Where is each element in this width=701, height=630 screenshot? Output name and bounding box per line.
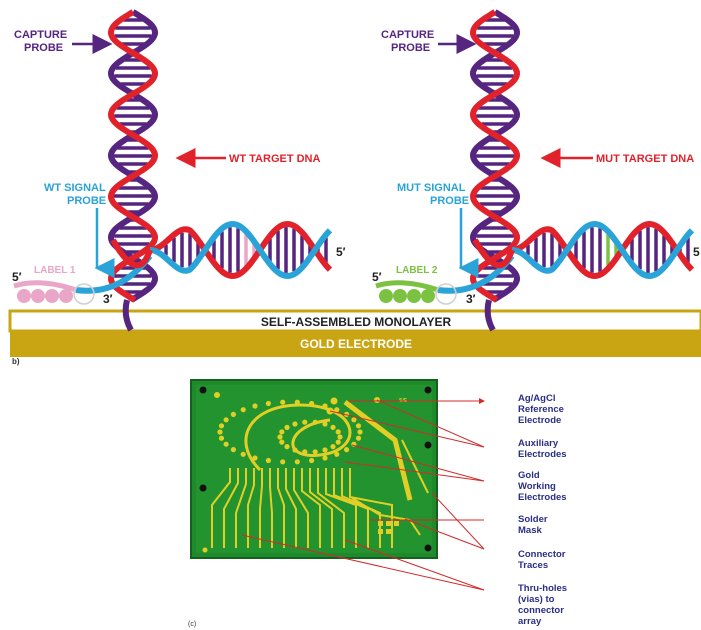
working-electrode-pad <box>280 459 285 464</box>
dna-helix-right <box>376 12 692 330</box>
working-electrode-pad <box>322 455 327 460</box>
top-panel: SELF-ASSEMBLED MONOLAYER GOLD ELECTRODE … <box>10 12 701 366</box>
working-electrode-pad <box>219 436 224 441</box>
working-electrode-pad <box>280 400 285 405</box>
five-prime-right-end: 5′ <box>336 245 346 259</box>
label-2: LABEL 2 <box>396 265 438 276</box>
label-tail <box>14 283 76 290</box>
mount-hole-icon <box>425 387 432 394</box>
label-auxiliary-electrodes: AuxiliaryElectrodes <box>518 438 567 460</box>
working-electrode-pad <box>330 425 335 430</box>
working-electrode-pad <box>241 452 246 457</box>
label-tail <box>376 283 438 290</box>
three-prime-left: 3′ <box>103 292 113 306</box>
five-prime-right-end-right: 5 <box>693 245 700 259</box>
mount-hole-icon <box>214 392 220 398</box>
signal-probe-label-line2: PROBE <box>67 195 106 207</box>
working-electrode-pad <box>241 407 246 412</box>
capture-probe-label-line1: CAPTURE <box>14 29 67 41</box>
working-electrode-pad <box>322 447 327 452</box>
working-electrode-pad <box>231 412 236 417</box>
label-bead-icon <box>45 289 59 303</box>
mount-hole-icon <box>200 485 207 492</box>
working-electrode-pad <box>284 444 289 449</box>
via-pad <box>378 521 383 526</box>
via-pad <box>386 521 391 526</box>
target-dna-label-right: MUT TARGET DNA <box>596 153 694 165</box>
label-bead-icon <box>421 289 435 303</box>
label-bead-icon <box>31 289 45 303</box>
five-prime-left: 5′ <box>12 270 22 284</box>
working-electrode-pad <box>357 429 362 434</box>
panel-letter-c: (c) <box>188 621 196 628</box>
working-electrode-pad <box>336 429 341 434</box>
capture-probe-label-line1-right: CAPTURE <box>381 29 434 41</box>
working-electrode-pad <box>292 421 297 426</box>
working-electrode-pad <box>266 458 271 463</box>
via-pad <box>386 529 391 534</box>
reference-electrode-pad <box>331 398 338 405</box>
capture-probe-label-line2: PROBE <box>24 42 63 54</box>
working-electrode-pad <box>224 417 229 422</box>
working-electrode-pad <box>356 436 361 441</box>
working-electrode-pad <box>279 440 284 445</box>
target-dna-label: WT TARGET DNA <box>229 153 321 165</box>
working-electrode-pad <box>336 440 341 445</box>
signal-probe-label-line1-right: MUT SIGNAL <box>397 182 466 194</box>
working-electrode-pad <box>284 425 289 430</box>
mount-hole-icon <box>425 442 432 449</box>
working-electrode-pad <box>231 447 236 452</box>
working-electrode-pad <box>295 459 300 464</box>
electrode-label: GOLD ELECTRODE <box>300 337 412 351</box>
leader-conn-1 <box>432 493 484 549</box>
via-pad <box>394 521 399 526</box>
monolayer-label: SELF-ASSEMBLED MONOLAYER <box>261 315 452 329</box>
five-prime-left-right: 5′ <box>372 270 382 284</box>
label-solder-mask: SolderMask <box>518 514 548 536</box>
label-1: LABEL 1 <box>34 265 76 276</box>
working-electrode-pad <box>330 444 335 449</box>
working-electrode-pad <box>309 458 314 463</box>
working-electrode-pad <box>266 401 271 406</box>
pcb-panel: S/E (c) <box>188 380 437 628</box>
signal-probe-label-line1: WT SIGNAL <box>44 182 106 194</box>
working-electrode-pad <box>277 434 282 439</box>
working-electrode-pad <box>279 429 284 434</box>
three-prime-right: 3′ <box>466 292 476 306</box>
working-electrode-pad <box>356 423 361 428</box>
label-bead-icon <box>59 289 73 303</box>
working-electrode-pad <box>224 442 229 447</box>
working-electrode-pad <box>337 434 342 439</box>
panel-letter-b: b) <box>12 357 20 366</box>
working-electrode-pad <box>313 449 318 454</box>
mount-hole-icon <box>425 545 432 552</box>
working-electrode-pad <box>252 403 257 408</box>
label-bead-icon <box>407 289 421 303</box>
mount-hole-icon <box>203 548 208 553</box>
signal-probe-label-line2-right: PROBE <box>430 195 469 207</box>
working-electrode-pad <box>302 420 307 425</box>
signal-ring-icon <box>436 284 456 304</box>
working-electrode-pad <box>217 429 222 434</box>
working-electrode-pad <box>351 417 356 422</box>
mount-hole-icon <box>200 387 207 394</box>
capture-probe-label-line2-right: PROBE <box>391 42 430 54</box>
working-electrode-pad <box>219 423 224 428</box>
via-pad <box>378 529 383 534</box>
label-bead-icon <box>393 289 407 303</box>
working-electrode-pad <box>344 447 349 452</box>
label-bead-icon <box>379 289 393 303</box>
signal-ring-icon <box>74 284 94 304</box>
dna-helix-left <box>14 12 330 330</box>
label-bead-icon <box>17 289 31 303</box>
